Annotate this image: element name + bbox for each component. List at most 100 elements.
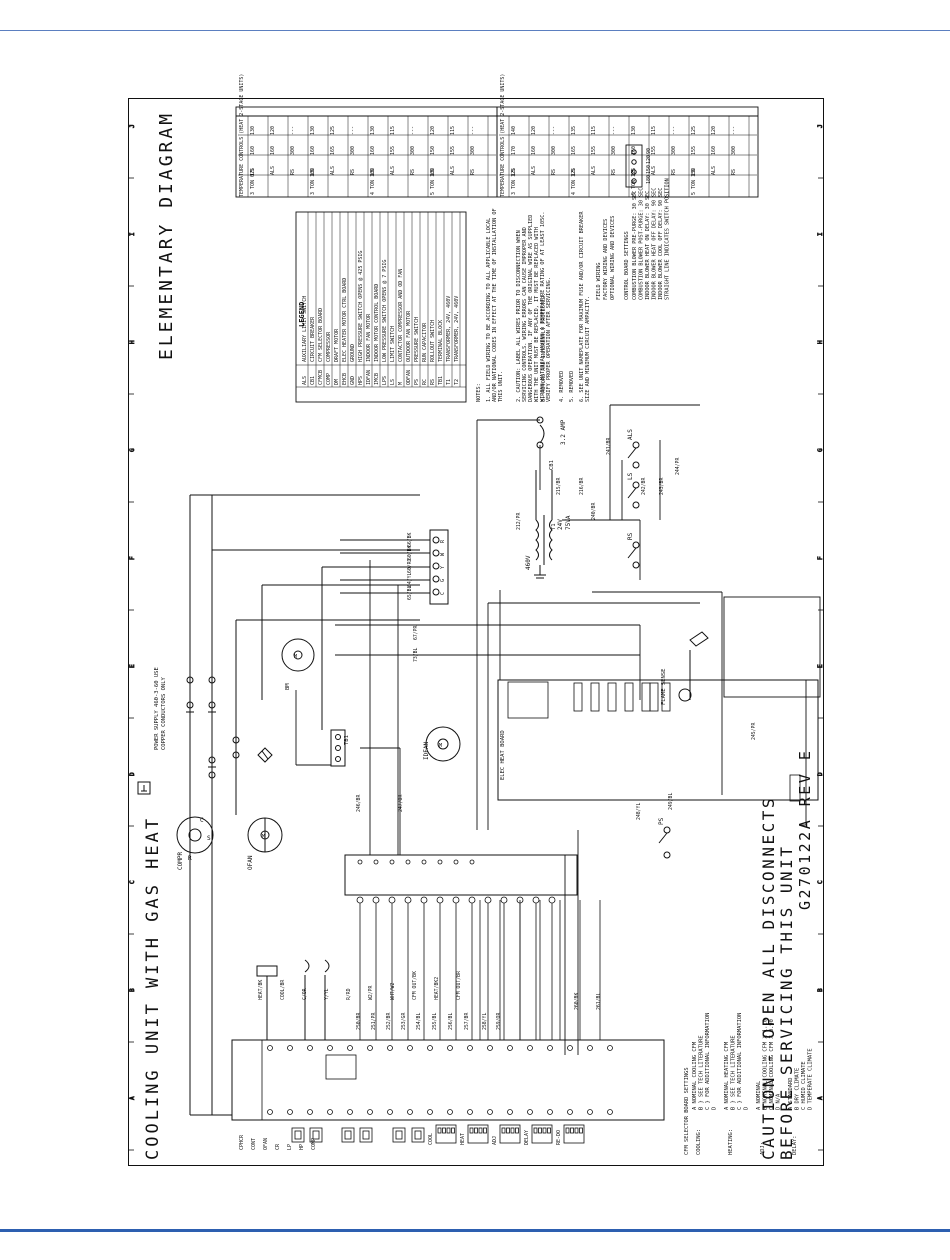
component-label: CB1 [549,460,555,470]
legend-desc: HIGH PRESSURE SWITCH OPENS @ 425 PSIG [358,251,364,362]
wire-label: 216/BR [579,478,585,495]
wire-label: 253/GR [401,1013,407,1030]
wire-label: 256/BL [448,1013,454,1030]
ehcb-terminal [356,896,364,904]
cb-line: INDOOR BLOWER COOL OFF DELAY: 90 SEC [658,188,664,300]
legend-code: COMP [326,373,332,385]
legend-desc: OUTDOOR FAN MOTOR [406,310,412,362]
transformer-t1 [534,470,553,579]
legend-code: T1 [446,379,452,385]
plug-pin-label: C [440,592,446,595]
table-cell: LS [310,169,316,175]
imcb-terminal [347,1045,353,1051]
note-item: 5. REMOVED [569,371,575,402]
wire-label: 244/PR [675,458,681,475]
table-cell: 3 TON 075 [250,168,256,195]
table-cell: 115 [390,126,396,135]
table-cell: 155 [390,146,396,155]
cb-line: INDOOR BLOWER HEAT ON DELAY: 30 SEC [645,191,651,300]
cfm-line: A NOMINAL HEATING CFM [724,1041,730,1110]
imcb-terminal [547,1109,553,1115]
table-cell: 165 [571,146,577,155]
table-cell: 120 [430,126,436,135]
cfm-line: B DRY CLIMATE [795,1068,801,1110]
legend-desc: LIMIT SWITCH [390,326,396,362]
table-cell: 130 [370,126,376,135]
plug-pin-label: Y [440,566,446,569]
legend-desc: CIRCUIT BREAKER [310,316,316,362]
imcb-terminal [267,1109,273,1115]
circuit-breaker-cb1 [536,416,545,449]
bottom-relay [392,1127,406,1143]
ehcb-terminal [468,896,476,904]
selector-block [499,1124,521,1144]
selector-pin [547,1127,551,1134]
selector-pin [437,1127,442,1134]
table-cell: 135 [571,126,577,135]
terminal-label: COOL/BR [280,980,286,1000]
table-cell: ALS [651,166,657,175]
terminal-label: HEAT/BK [258,980,264,1000]
table-cell: 300 [350,146,356,155]
wire-label: 241/BR [606,438,612,455]
table-cell: 115 [450,126,456,135]
caution-line-1: CAUTION - OPEN ALL DISCONNECTS [759,796,778,1160]
table-cell: --- [470,126,476,135]
wire-label: 67/PR [413,625,419,640]
terminal-label: C/OR [302,988,308,1000]
imcb-terminal [287,1109,293,1115]
selector-label: DELAY [524,1130,530,1145]
ehcb-terminal [373,859,379,865]
imcb-terminal [427,1109,433,1115]
dip-label: 150 [646,165,652,174]
svg-text:C: C [200,817,204,824]
table-cell: ALS [450,166,456,175]
plug-pin [432,549,440,557]
cb-line: COMBUSTION BLOWER PRE-PURGE: 30 SEC [632,191,638,300]
transformer-primary: 460V [525,555,532,570]
table-cell: LS [631,169,637,175]
legend-code: GND [350,376,356,385]
dip-label: 90 [646,148,652,154]
imcb-terminal [527,1109,533,1115]
temp-table-header-right: TEMPERATURE CONTROLS (HEAT 2-STAGE UNITS… [500,74,506,197]
imcb-terminal [307,1109,313,1115]
wire-label: 260/BK [574,993,580,1010]
fuse-box [789,774,801,802]
table-cell: 160 [711,146,717,155]
plug-pin [432,536,440,544]
ehcb-terminal [420,896,428,904]
legend-code: IMCB [374,373,380,385]
table-cell: 160 [310,146,316,155]
grid-letter: E [817,664,824,668]
selector-pin [510,1127,515,1134]
terminal-block-tb1 [330,729,346,767]
bottom-relay [291,1127,305,1143]
table-cell: 300 [410,146,416,155]
imcb-terminal [387,1109,393,1115]
ehcb-terminal [405,859,411,865]
ehcb-terminal [500,896,508,904]
table-cell: 130 [310,126,316,135]
ehcb-terminal [372,896,380,904]
switch-label: PS [658,817,665,825]
diagram-title: ELEMENTARY DIAGRAM [156,111,177,360]
wire-label: 251/PR [371,1013,377,1030]
wiring-key-item: OPTIONAL WIRING AND DEVICES [610,216,616,300]
grid-letter: I [129,232,136,236]
table-cell: --- [551,126,557,135]
table-cell: --- [731,126,737,135]
wire-label: 248/YL [636,803,642,820]
cfm-line: D N/A [776,1093,782,1110]
legend-desc: TRANSFORMER, 24V, 460V [454,296,460,362]
relay-box [641,682,651,712]
note-item: 3. MOTORS ARE INHERENTLY PROTECTED. [541,293,547,402]
selector-pin [542,1127,547,1134]
table-cell: 155 [651,146,657,155]
imcb-terminal [607,1109,613,1115]
legend-code: LPS [382,376,388,385]
imcb-terminal [567,1045,573,1051]
wire-label: 261/BL [596,993,602,1010]
table-cell: 120 [531,126,537,135]
component-label: FLAME SENSE [661,669,667,705]
